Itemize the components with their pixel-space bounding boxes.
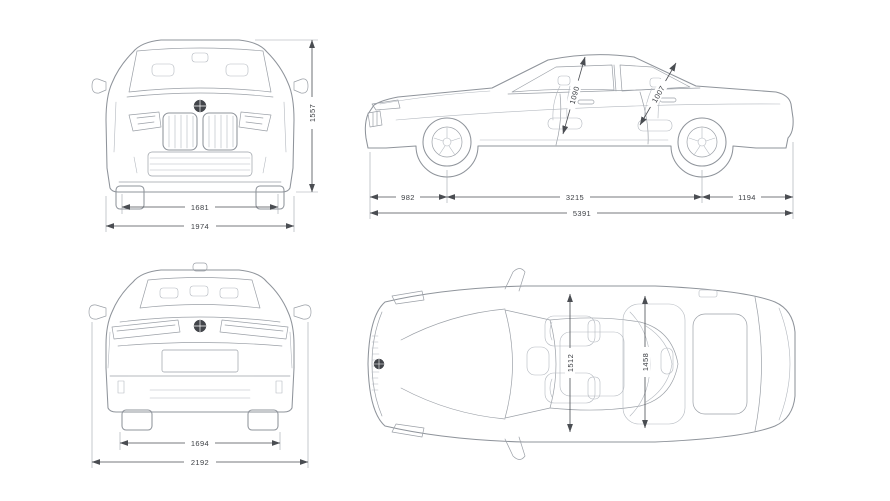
rear-left-wheel <box>121 409 153 431</box>
side-grille <box>367 110 383 128</box>
front-height-dimension: 1557 <box>255 39 318 193</box>
front-height-label: 1557 <box>308 104 317 122</box>
left-taillight <box>111 319 181 340</box>
side-front-overhang-dimension: 982 <box>369 192 448 202</box>
front-overall-width-label: 1974 <box>191 222 209 231</box>
front-left-wheel <box>115 185 145 210</box>
rear-overhang-label: 1194 <box>738 193 756 202</box>
interior-width-front-label: 1512 <box>566 354 575 372</box>
rear-left-mirror <box>88 304 107 320</box>
front-inner-width-label: 1681 <box>191 203 209 212</box>
wheelbase-label: 3215 <box>566 193 584 202</box>
trunk-lid <box>692 313 748 415</box>
left-headlight <box>128 111 162 132</box>
rear-door-handle <box>659 97 677 103</box>
right-taillight <box>219 319 289 340</box>
rear-overall-width-label: 2192 <box>191 458 209 467</box>
front-view-drawing: 1681 1974 1557 <box>91 39 318 232</box>
rear-view-drawing: 1694 2192 <box>88 262 312 468</box>
lower-grille <box>147 151 253 177</box>
top-mirror-left <box>504 268 526 292</box>
license-plate-recess <box>161 349 239 373</box>
side-wheelbase-dimension: 3215 <box>446 192 703 202</box>
center-console <box>526 346 550 376</box>
side-view-drawing: 1090 1007 982 3215 1194 <box>364 54 794 219</box>
side-rear-overhang-dimension: 1194 <box>701 192 794 202</box>
side-front-wheel <box>422 117 472 167</box>
left-mirror <box>91 78 107 94</box>
roof-antenna-fin <box>192 262 208 272</box>
rear-right-wheel <box>247 409 279 431</box>
front-overall-width-dimension: 1974 <box>105 196 295 232</box>
rear-right-mirror <box>293 304 312 320</box>
kidney-grille-right <box>202 112 238 151</box>
interior-width-rear-label: 1458 <box>641 353 650 371</box>
kidney-grille-left <box>162 112 198 151</box>
top-right-headlight <box>391 423 425 438</box>
top-view-drawing: 1512 1458 <box>367 268 796 460</box>
side-headlight <box>371 99 401 111</box>
top-mirror-right <box>504 436 526 460</box>
side-rear-wheel <box>677 117 727 167</box>
front-inner-width-dimension: 1681 <box>121 194 279 214</box>
top-rear-seats <box>622 303 686 425</box>
front-overhang-label: 982 <box>401 193 415 202</box>
top-interior-width-front-dimension: 1512 <box>565 293 575 433</box>
rear-inner-width-label: 1694 <box>191 439 209 448</box>
front-right-wheel <box>255 185 285 210</box>
side-overall-length-dimension: 5391 <box>369 208 794 218</box>
sunroof <box>559 331 625 397</box>
overall-length-label: 5391 <box>573 209 591 218</box>
rear-overall-width-dimension: 2192 <box>91 322 309 468</box>
right-headlight <box>238 111 272 132</box>
rearview-mirror <box>191 52 209 63</box>
rear-inner-width-dimension: 1694 <box>119 432 281 450</box>
right-mirror <box>293 78 309 94</box>
front-door-handle <box>577 99 595 105</box>
rear-armrest <box>660 347 674 375</box>
top-left-headlight <box>391 290 425 305</box>
top-interior-width-rear-dimension: 1458 <box>640 295 650 429</box>
top-front-seats <box>526 315 601 404</box>
